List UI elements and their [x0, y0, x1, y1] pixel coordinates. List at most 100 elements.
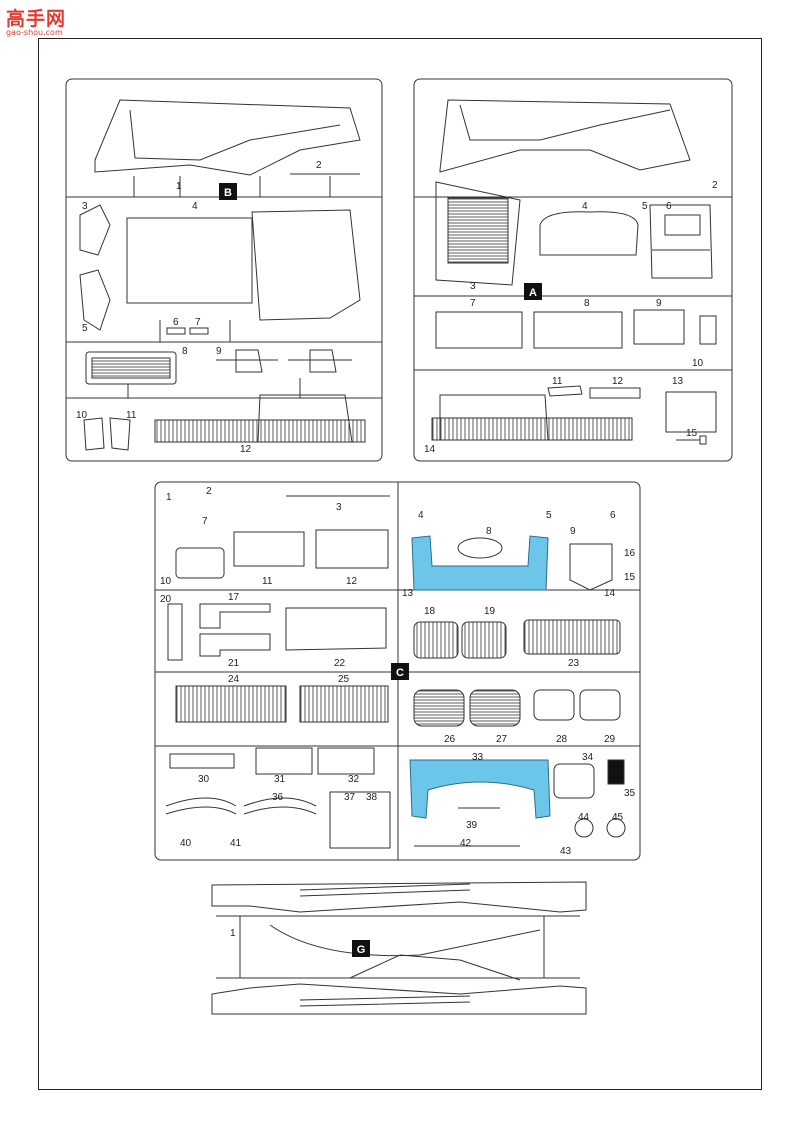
label-a12: 12 [612, 376, 624, 387]
label-c2: 2 [206, 486, 212, 497]
part-g-rail-bottom [211, 983, 587, 1015]
part-c27 [469, 689, 521, 727]
label-a15: 15 [686, 428, 698, 439]
part-c18 [413, 621, 459, 659]
sprue-b-frame [65, 78, 383, 462]
label-c7: 7 [202, 516, 208, 527]
label-a4: 4 [582, 201, 588, 212]
sprue-c [154, 481, 641, 861]
part-a4 [539, 211, 639, 256]
label-a14: 14 [424, 444, 436, 455]
part-b3 [79, 204, 111, 256]
label-c42: 42 [460, 838, 472, 849]
part-c29 [579, 689, 621, 721]
part-c36-right [243, 797, 317, 815]
label-c20: 20 [160, 594, 172, 605]
label-c23: 23 [568, 658, 580, 669]
part-b5 [79, 269, 111, 331]
part-b9-axle-left [216, 349, 278, 373]
label-c3: 3 [336, 502, 342, 513]
part-b8 [85, 351, 177, 385]
sprue-g-labels: G 1 [230, 928, 370, 957]
label-c35: 35 [624, 788, 636, 799]
label-c43: 43 [560, 846, 572, 857]
sprue-b-labels: B 1 2 3 4 5 6 7 8 9 10 11 12 [76, 160, 322, 455]
label-a3: 3 [470, 281, 476, 292]
label-a6: 6 [666, 201, 672, 212]
label-g1: 1 [230, 928, 236, 939]
label-c12: 12 [346, 576, 358, 587]
label-c18: 18 [424, 606, 436, 617]
sprue-b [65, 78, 383, 462]
part-b1-fender [94, 99, 361, 176]
part-c24 [175, 685, 287, 723]
sprue-a-labels: A 2 3 4 5 6 7 8 9 10 11 12 13 14 15 [424, 180, 718, 455]
label-c5: 5 [546, 510, 552, 521]
part-a11 [547, 385, 583, 397]
label-c15: 15 [624, 572, 636, 583]
part-c32 [317, 747, 375, 775]
part-b12-hood [154, 419, 366, 443]
part-c37-38 [329, 791, 391, 849]
part-b11 [109, 417, 131, 451]
part-a3-hood-top [435, 181, 521, 286]
label-c29: 29 [604, 734, 616, 745]
label-c24: 24 [228, 674, 240, 685]
label-a7: 7 [470, 298, 476, 309]
part-c35 [607, 759, 625, 785]
part-c21 [199, 633, 271, 657]
sprue-b-gates [127, 176, 331, 398]
part-c13-highlighted [411, 535, 549, 591]
part-c28 [533, 689, 575, 721]
part-c25 [299, 685, 389, 723]
part-a7 [435, 311, 523, 349]
part-c44 [574, 818, 594, 838]
part-c16 [569, 543, 613, 591]
part-c30 [169, 753, 235, 769]
label-c39: 39 [466, 820, 478, 831]
label-c22: 22 [334, 658, 346, 669]
label-c9: 9 [570, 526, 576, 537]
label-c25: 25 [338, 674, 350, 685]
label-c4: 4 [418, 510, 424, 521]
label-c21: 21 [228, 658, 240, 669]
parts-sheet-border [38, 38, 762, 1090]
label-a9: 9 [656, 298, 662, 309]
sprue-g-tag: G [357, 944, 366, 956]
sprue-g-tag-box [352, 940, 370, 957]
label-c28: 28 [556, 734, 568, 745]
part-b6 [166, 327, 186, 335]
label-b6: 6 [173, 317, 179, 328]
label-b3: 3 [82, 201, 88, 212]
label-a8: 8 [584, 298, 590, 309]
label-c40: 40 [180, 838, 192, 849]
part-a15 [676, 435, 707, 445]
part-b9-axle-right [288, 349, 352, 373]
part-c22 [285, 607, 387, 651]
label-c19: 19 [484, 606, 496, 617]
label-b12: 12 [240, 444, 252, 455]
label-c37: 37 [344, 792, 356, 803]
label-b2: 2 [316, 160, 322, 171]
part-a5-seat [649, 204, 713, 279]
label-c1: 1 [166, 492, 172, 503]
part-a9 [633, 309, 685, 345]
label-c31: 31 [274, 774, 286, 785]
label-c10: 10 [160, 576, 172, 587]
label-a10: 10 [692, 358, 704, 369]
sprue-a [413, 78, 733, 462]
label-c34: 34 [582, 752, 594, 763]
part-g-rail-top [211, 881, 587, 913]
label-c41: 41 [230, 838, 242, 849]
label-b4: 4 [192, 201, 198, 212]
label-c8: 8 [486, 526, 492, 537]
label-c45: 45 [612, 812, 624, 823]
part-a2-fender [439, 99, 691, 173]
sprue-c-labels: C 1 2 3 4 5 6 7 8 9 10 11 12 13 14 15 16… [160, 486, 636, 857]
label-c33: 33 [472, 752, 484, 763]
label-a5: 5 [642, 201, 648, 212]
label-c14: 14 [604, 588, 616, 599]
watermark-title: 高手网 [6, 8, 67, 30]
part-c26 [413, 689, 465, 727]
part-a10 [699, 315, 717, 345]
